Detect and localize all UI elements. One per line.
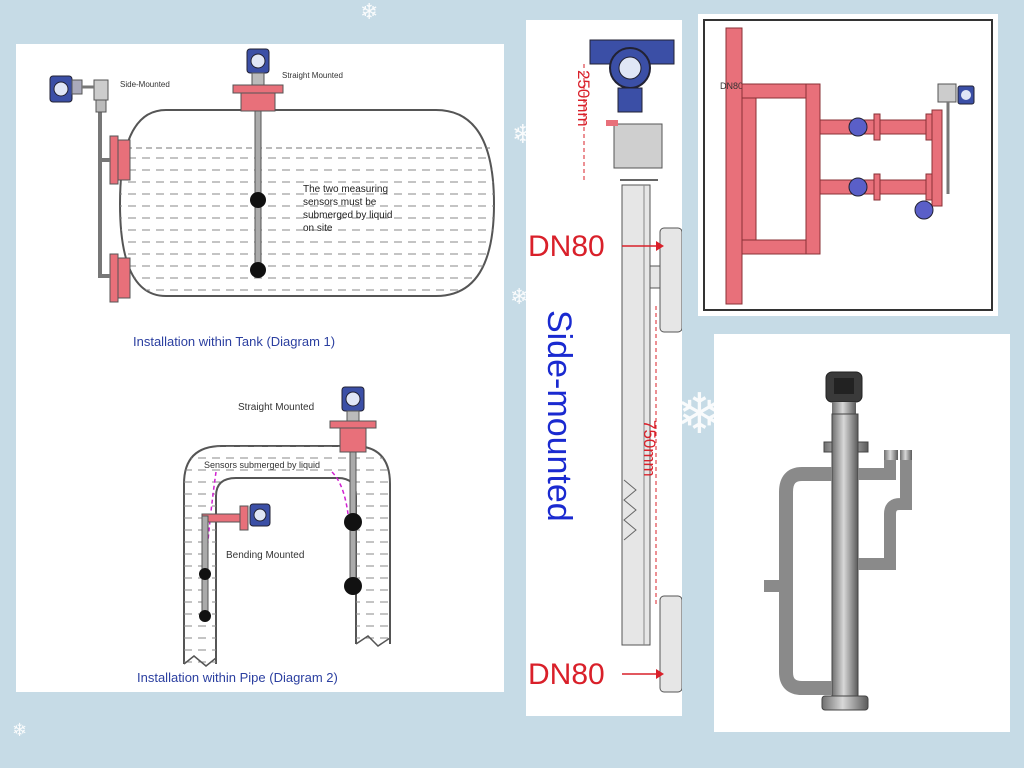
tank-diagram: Side-Mounted Straight Mounted The two me… <box>49 48 496 349</box>
side-mounted-title: Side-mounted <box>540 310 578 522</box>
lower-flange-1 <box>873 173 881 201</box>
upper-branch <box>649 265 661 289</box>
pipe-sensor-lower-left <box>199 610 211 622</box>
product-photo-panel <box>714 334 1010 732</box>
left-loop-pipe <box>779 467 832 695</box>
upper-valve-icon <box>848 117 868 137</box>
lower-sensor <box>250 262 266 278</box>
bypass-schematic-svg: DN80 <box>703 19 993 311</box>
dim-750-label: 750mm <box>640 420 659 477</box>
measuring-chamber <box>931 109 943 207</box>
right-branch-cap <box>900 450 912 460</box>
loop-right-vertical <box>805 83 821 255</box>
side-mounted-label: Side-Mounted <box>120 80 170 89</box>
snowflake-icon: ❄ <box>510 285 529 310</box>
diagram2-caption: Installation within Pipe (Diagram 2) <box>137 670 338 685</box>
upper-sensor <box>250 192 266 208</box>
pipe-break-left <box>183 655 217 667</box>
side-transmitter-icon <box>49 75 109 113</box>
lower-flange <box>109 253 119 303</box>
drawing-transmitter-icon <box>589 39 675 169</box>
snowflake-icon: ❄ <box>12 720 28 741</box>
dn80-top-arrowhead <box>656 241 664 251</box>
straight-mounted-label: Straight Mounted <box>282 71 343 80</box>
side-mounted-drawing-svg: 250mm 750mm DN80 DN80 Side-mounted <box>528 39 682 693</box>
lower-dn80-flange <box>659 595 682 693</box>
loop-left-vertical <box>741 83 757 255</box>
pipe-top-transmitter-icon <box>329 386 377 453</box>
bypass-schematic-panel: DN80 <box>698 14 998 316</box>
pipe-sensor-upper-left <box>199 568 211 580</box>
chamber-break-mark <box>623 479 637 541</box>
pipe-sensor-lower-right <box>344 577 362 595</box>
pipe-diagram: Straight Mounted Sensors submerged by li… <box>137 386 391 685</box>
product-transmitter-icon <box>825 371 863 414</box>
sensors-submerged-label: Sensors submerged by liquid <box>204 460 320 470</box>
main-vessel-pipe <box>725 27 743 305</box>
upper-flange <box>109 135 119 185</box>
dn80-bottom-label: DN80 <box>528 658 605 691</box>
upper-flange-1 <box>873 113 881 141</box>
pipe-liquid <box>184 446 390 664</box>
dn80-bottom-arrowhead <box>656 669 664 679</box>
upper-flange-2 <box>925 113 933 141</box>
upper-dn80-flange <box>659 227 682 333</box>
svg-text:The two measuring: The two measuring <box>303 184 388 195</box>
product-photo-svg <box>764 371 912 711</box>
dim-250-label: 250mm <box>574 70 593 127</box>
installation-diagrams-svg: Side-Mounted Straight Mounted The two me… <box>49 48 496 685</box>
main-chamber <box>621 184 651 646</box>
installation-diagrams-panel: Side-Mounted Straight Mounted The two me… <box>16 44 504 692</box>
schematic-frame <box>703 19 993 311</box>
tank-liquid <box>120 148 494 296</box>
main-steel-tube <box>831 413 859 705</box>
lower-flange-2 <box>925 173 933 201</box>
bending-transmitter-icon <box>201 503 271 531</box>
pointer-right <box>331 471 349 515</box>
bending-mounted-label: Bending Mounted <box>226 550 304 561</box>
branch-cap <box>884 450 898 460</box>
pipe-break-right <box>355 635 391 647</box>
lower-valve-icon <box>848 177 868 197</box>
bottom-flange <box>821 695 869 711</box>
pipe-probe-left <box>201 515 209 617</box>
pipe-straight-mounted-label: Straight Mounted <box>238 402 314 413</box>
snowflake-icon: ❄ <box>360 0 379 25</box>
diagram1-caption: Installation within Tank (Diagram 1) <box>133 334 335 349</box>
pipe-sensor-upper-right <box>344 513 362 531</box>
svg-text:submerged by liquid: submerged by liquid <box>303 210 393 221</box>
sensor-note: The two measuring sensors must be submer… <box>303 184 393 234</box>
top-transmitter-icon <box>232 48 284 112</box>
svg-text:on site: on site <box>303 223 333 234</box>
side-mounted-drawing-panel: 250mm 750mm DN80 DN80 Side-mounted <box>526 20 682 716</box>
main-pipe-label: DN80 <box>720 81 743 91</box>
bypass-pipe <box>98 158 110 278</box>
schematic-transmitter-icon <box>937 83 975 194</box>
pipe-inner-wall <box>215 477 357 664</box>
dn80-top-label: DN80 <box>528 230 605 263</box>
right-loop-pipe <box>858 454 912 570</box>
svg-text:sensors must be: sensors must be <box>303 197 377 208</box>
drain-valve-icon <box>914 200 934 220</box>
